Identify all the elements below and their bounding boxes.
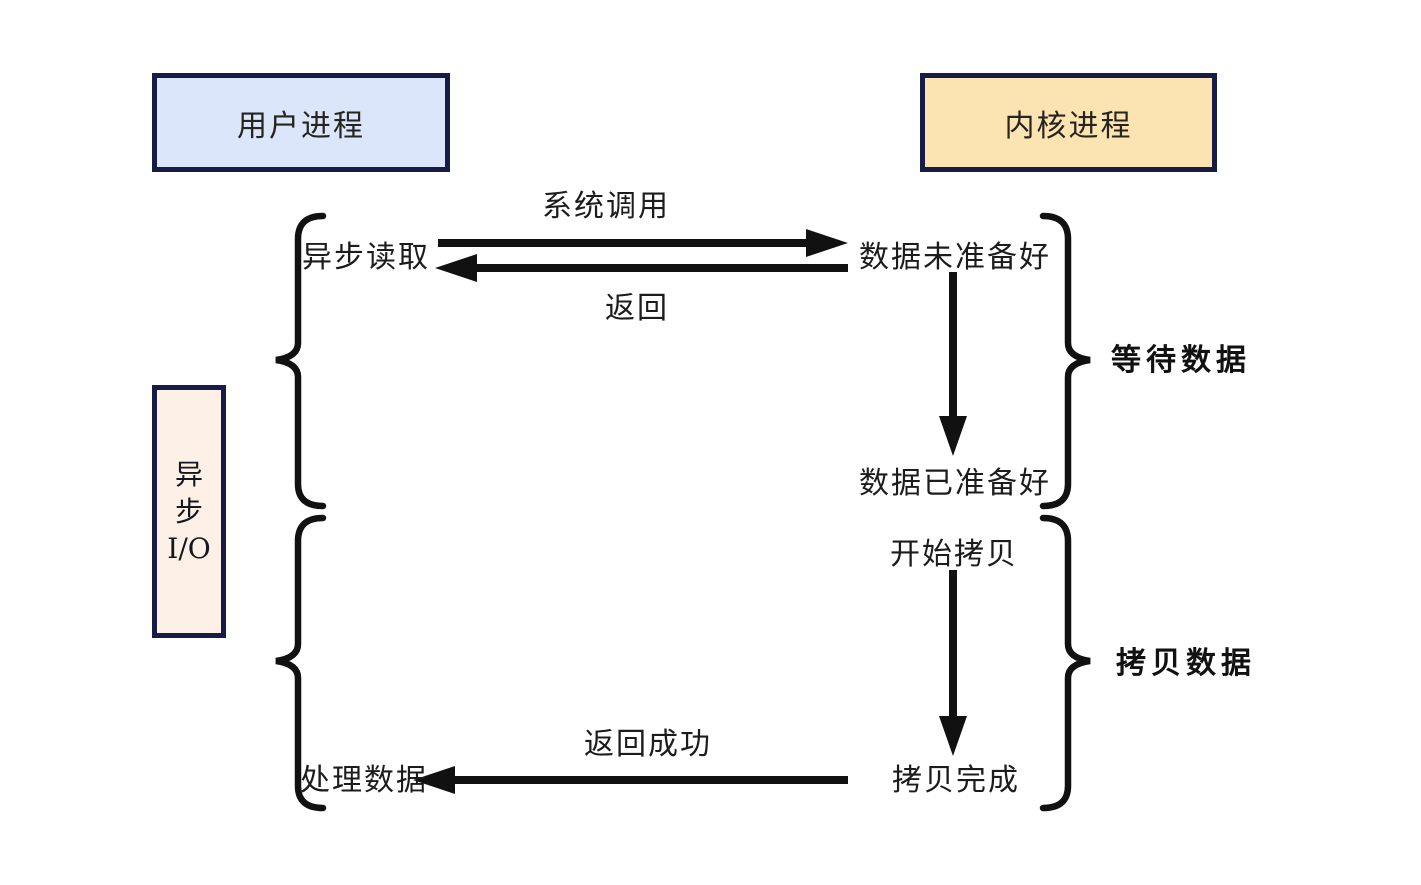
right-brace-copy-data bbox=[1039, 514, 1091, 812]
left-brace-lower bbox=[275, 514, 327, 812]
system-call-arrow bbox=[438, 229, 848, 257]
kernel-process-box: 内核进程 bbox=[920, 73, 1217, 172]
process-data-label: 处理数据 bbox=[300, 763, 428, 798]
async-read-label: 异步读取 bbox=[302, 240, 430, 275]
kernel-process-label: 内核进程 bbox=[1004, 108, 1133, 144]
wait-data-arrow bbox=[939, 272, 967, 456]
return-label: 返回 bbox=[605, 291, 669, 326]
right-brace-wait-data bbox=[1039, 212, 1091, 510]
data-ready-label: 数据已准备好 bbox=[859, 466, 1051, 501]
user-process-label: 用户进程 bbox=[237, 108, 365, 144]
async-io-label-line1: 异 bbox=[174, 458, 203, 491]
copy-data-arrow bbox=[939, 570, 967, 756]
left-brace-upper bbox=[275, 212, 327, 510]
return-arrow bbox=[435, 254, 848, 282]
async-io-label-line2: 步 bbox=[174, 495, 203, 528]
data-not-ready-label: 数据未准备好 bbox=[859, 240, 1051, 275]
async-io-box: 异 步 I/O bbox=[152, 385, 226, 638]
start-copy-label: 开始拷贝 bbox=[890, 537, 1018, 572]
user-process-box: 用户进程 bbox=[152, 73, 450, 172]
wait-data-phase-label: 等待数据 bbox=[1111, 343, 1251, 378]
return-success-label: 返回成功 bbox=[584, 727, 712, 762]
copy-data-phase-label: 拷贝数据 bbox=[1116, 646, 1256, 681]
copy-done-label: 拷贝完成 bbox=[892, 763, 1020, 798]
async-io-label-line3: I/O bbox=[167, 532, 211, 565]
system-call-label: 系统调用 bbox=[542, 189, 670, 224]
return-success-arrow bbox=[413, 766, 848, 794]
